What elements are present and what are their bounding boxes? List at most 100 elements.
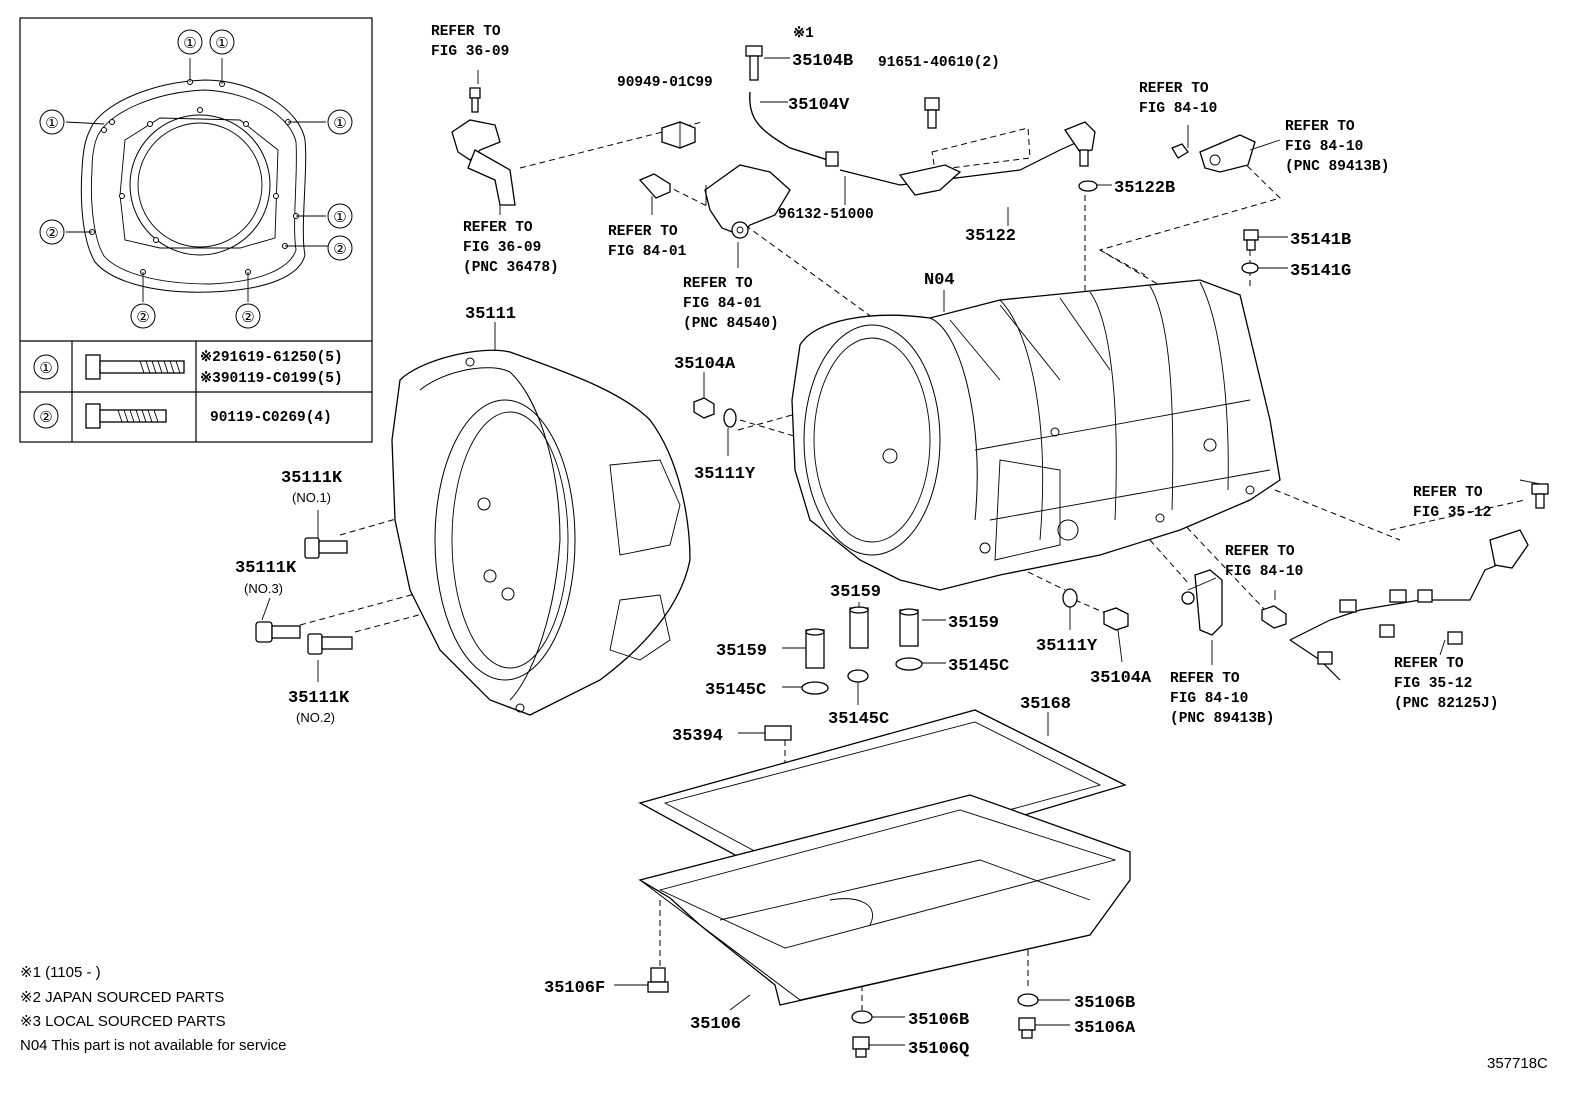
label-35106: 35106 bbox=[690, 1015, 741, 1034]
figure-id: 357718C bbox=[1487, 1055, 1548, 1072]
ref-36-09-top: FIG 36-09 bbox=[431, 44, 509, 60]
label-35111Y-bottom: 35111Y bbox=[1036, 637, 1098, 656]
label-leaders bbox=[261, 57, 1541, 1046]
bolt-icon bbox=[85, 403, 167, 429]
bolt-35106F bbox=[647, 967, 669, 993]
callout-2: ② bbox=[241, 309, 254, 326]
plug-35106A bbox=[1018, 1017, 1036, 1039]
label-35106F: 35106F bbox=[544, 979, 605, 998]
label-35141G: 35141G bbox=[1290, 262, 1351, 281]
label-35122: 35122 bbox=[965, 227, 1016, 246]
ref-84-10-bottom: FIG 84-10 bbox=[1225, 564, 1303, 580]
ref-82125J: (PNC 82125J) bbox=[1394, 696, 1498, 712]
plug-35104A-bottom bbox=[1103, 607, 1129, 631]
footnote-2: ※2 JAPAN SOURCED PARTS bbox=[20, 989, 224, 1006]
seal-35145C-b bbox=[847, 669, 869, 683]
bolt-35141B bbox=[1243, 229, 1259, 251]
label-no3: (NO.3) bbox=[244, 581, 283, 596]
label-35106A: 35106A bbox=[1074, 1019, 1136, 1038]
label-35106Q: 35106Q bbox=[908, 1040, 969, 1059]
bolt-table-row-2: ② 90119-C0269(4) bbox=[33, 403, 332, 429]
callout-circles: ① ① ① ① ① ② ② ② ② bbox=[39, 29, 353, 329]
label-35168: 35168 bbox=[1020, 695, 1071, 714]
ref-84-01: REFER TO bbox=[608, 224, 678, 240]
label-96132-51000: 96132-51000 bbox=[778, 207, 874, 223]
ref-84-10-bottom: REFER TO bbox=[1225, 544, 1295, 560]
ref-82125J: FIG 35-12 bbox=[1394, 676, 1472, 692]
ref-84540: REFER TO bbox=[683, 276, 753, 292]
bolt-35111K-no1 bbox=[304, 537, 348, 559]
label-90949-01C99: 90949-01C99 bbox=[617, 75, 713, 91]
label-35145C-a: 35145C bbox=[705, 681, 766, 700]
footnote-4: N04 This part is not available for servi… bbox=[20, 1037, 287, 1054]
label-35111K-no1: 35111K bbox=[281, 469, 343, 488]
ref-89413B-bottom: REFER TO bbox=[1170, 671, 1240, 687]
ref-84-01: FIG 84-01 bbox=[608, 244, 687, 260]
plug-35104A-top bbox=[693, 397, 715, 419]
label-no2: (NO.2) bbox=[296, 710, 335, 725]
bolt-holes bbox=[89, 79, 299, 275]
refer-to-notes: REFER TO FIG 36-09 REFER TO FIG 36-09 (P… bbox=[431, 24, 1498, 727]
label-35159-b: 35159 bbox=[830, 583, 881, 602]
footnote-1: ※1 (1105 - ) bbox=[20, 964, 101, 981]
label-35106B-left: 35106B bbox=[908, 1011, 969, 1030]
pipe-35122 bbox=[839, 97, 1096, 196]
ref-84-10-top: FIG 84-10 bbox=[1139, 101, 1217, 117]
label-35104A-top: 35104A bbox=[674, 355, 736, 374]
label-35104V: 35104V bbox=[788, 96, 850, 115]
bolt-location-inset: ① ① ① ① ① ② ② ② ② ① ※291619-61250(5) ※39… bbox=[19, 17, 373, 443]
sensor-84540 bbox=[704, 164, 791, 239]
callout-1: ① bbox=[333, 115, 346, 132]
label-35111Y-top: 35111Y bbox=[694, 465, 756, 484]
ref-84540: (PNC 84540) bbox=[683, 316, 779, 332]
label-no1: (NO.1) bbox=[292, 490, 331, 505]
label-35111K-no2: 35111K bbox=[288, 689, 350, 708]
washer-35141G bbox=[1241, 262, 1259, 274]
oring-35111Y-bottom bbox=[1062, 588, 1078, 608]
sleeve-35159-a bbox=[805, 628, 825, 669]
ref-89413B-top: REFER TO bbox=[1285, 119, 1355, 135]
seal-35145C-a bbox=[801, 681, 829, 695]
ref-35-12-top: FIG 35-12 bbox=[1413, 505, 1491, 521]
label-N04: N04 bbox=[924, 271, 955, 290]
label-35111: 35111 bbox=[465, 305, 516, 324]
part-labels: ※1 35104B 90949-01C99 35104V 91651-40610… bbox=[235, 25, 1548, 1072]
wire-harness-82125J bbox=[1289, 483, 1549, 681]
converter-housing-35111 bbox=[391, 349, 691, 716]
bolt-part-number: ※291619-61250(5) bbox=[200, 349, 343, 366]
ref-84-10-top: REFER TO bbox=[1139, 81, 1209, 97]
label-35104B: 35104B bbox=[792, 52, 853, 71]
ref-84540: FIG 84-01 bbox=[683, 296, 762, 312]
bolt-84-01 bbox=[638, 173, 671, 199]
label-35145C-c: 35145C bbox=[948, 657, 1009, 676]
ref-36478: (PNC 36478) bbox=[463, 260, 559, 276]
ref-89413B-bottom: FIG 84-10 bbox=[1170, 691, 1248, 707]
oring-35122B bbox=[1078, 180, 1098, 192]
bolt-35104B bbox=[745, 45, 763, 81]
hose-35104V bbox=[749, 91, 839, 167]
ref-89413B-bottom: (PNC 89413B) bbox=[1170, 711, 1274, 727]
ref-89413B-top: (PNC 89413B) bbox=[1285, 159, 1389, 175]
oring-35111Y-top bbox=[723, 408, 737, 428]
bolt-35111K-no2 bbox=[307, 633, 353, 655]
bolt-35111K-no3 bbox=[255, 621, 301, 643]
gasket-35106B-left bbox=[851, 1010, 873, 1024]
footnote-3: ※3 LOCAL SOURCED PARTS bbox=[20, 1013, 226, 1030]
note-marker-1: ※1 bbox=[793, 25, 814, 42]
sensor-89413B-bottom bbox=[1181, 569, 1223, 636]
ref-89413B-top: FIG 84-10 bbox=[1285, 139, 1363, 155]
bolt-part-number: ※390119-C0199(5) bbox=[200, 370, 343, 387]
bolt-icon bbox=[85, 354, 185, 380]
bolt-table-row-1: ① ※291619-61250(5) ※390119-C0199(5) bbox=[33, 349, 343, 387]
callout-2: ② bbox=[136, 309, 149, 326]
label-35145C-b: 35145C bbox=[828, 710, 889, 729]
callout-1: ① bbox=[183, 35, 196, 52]
callout-1: ① bbox=[333, 209, 346, 226]
ref-36478: FIG 36-09 bbox=[463, 240, 541, 256]
magnet-35394 bbox=[764, 725, 792, 741]
callout-2: ② bbox=[333, 241, 346, 258]
sensor-90949 bbox=[661, 121, 696, 149]
label-35159-c: 35159 bbox=[948, 614, 999, 633]
